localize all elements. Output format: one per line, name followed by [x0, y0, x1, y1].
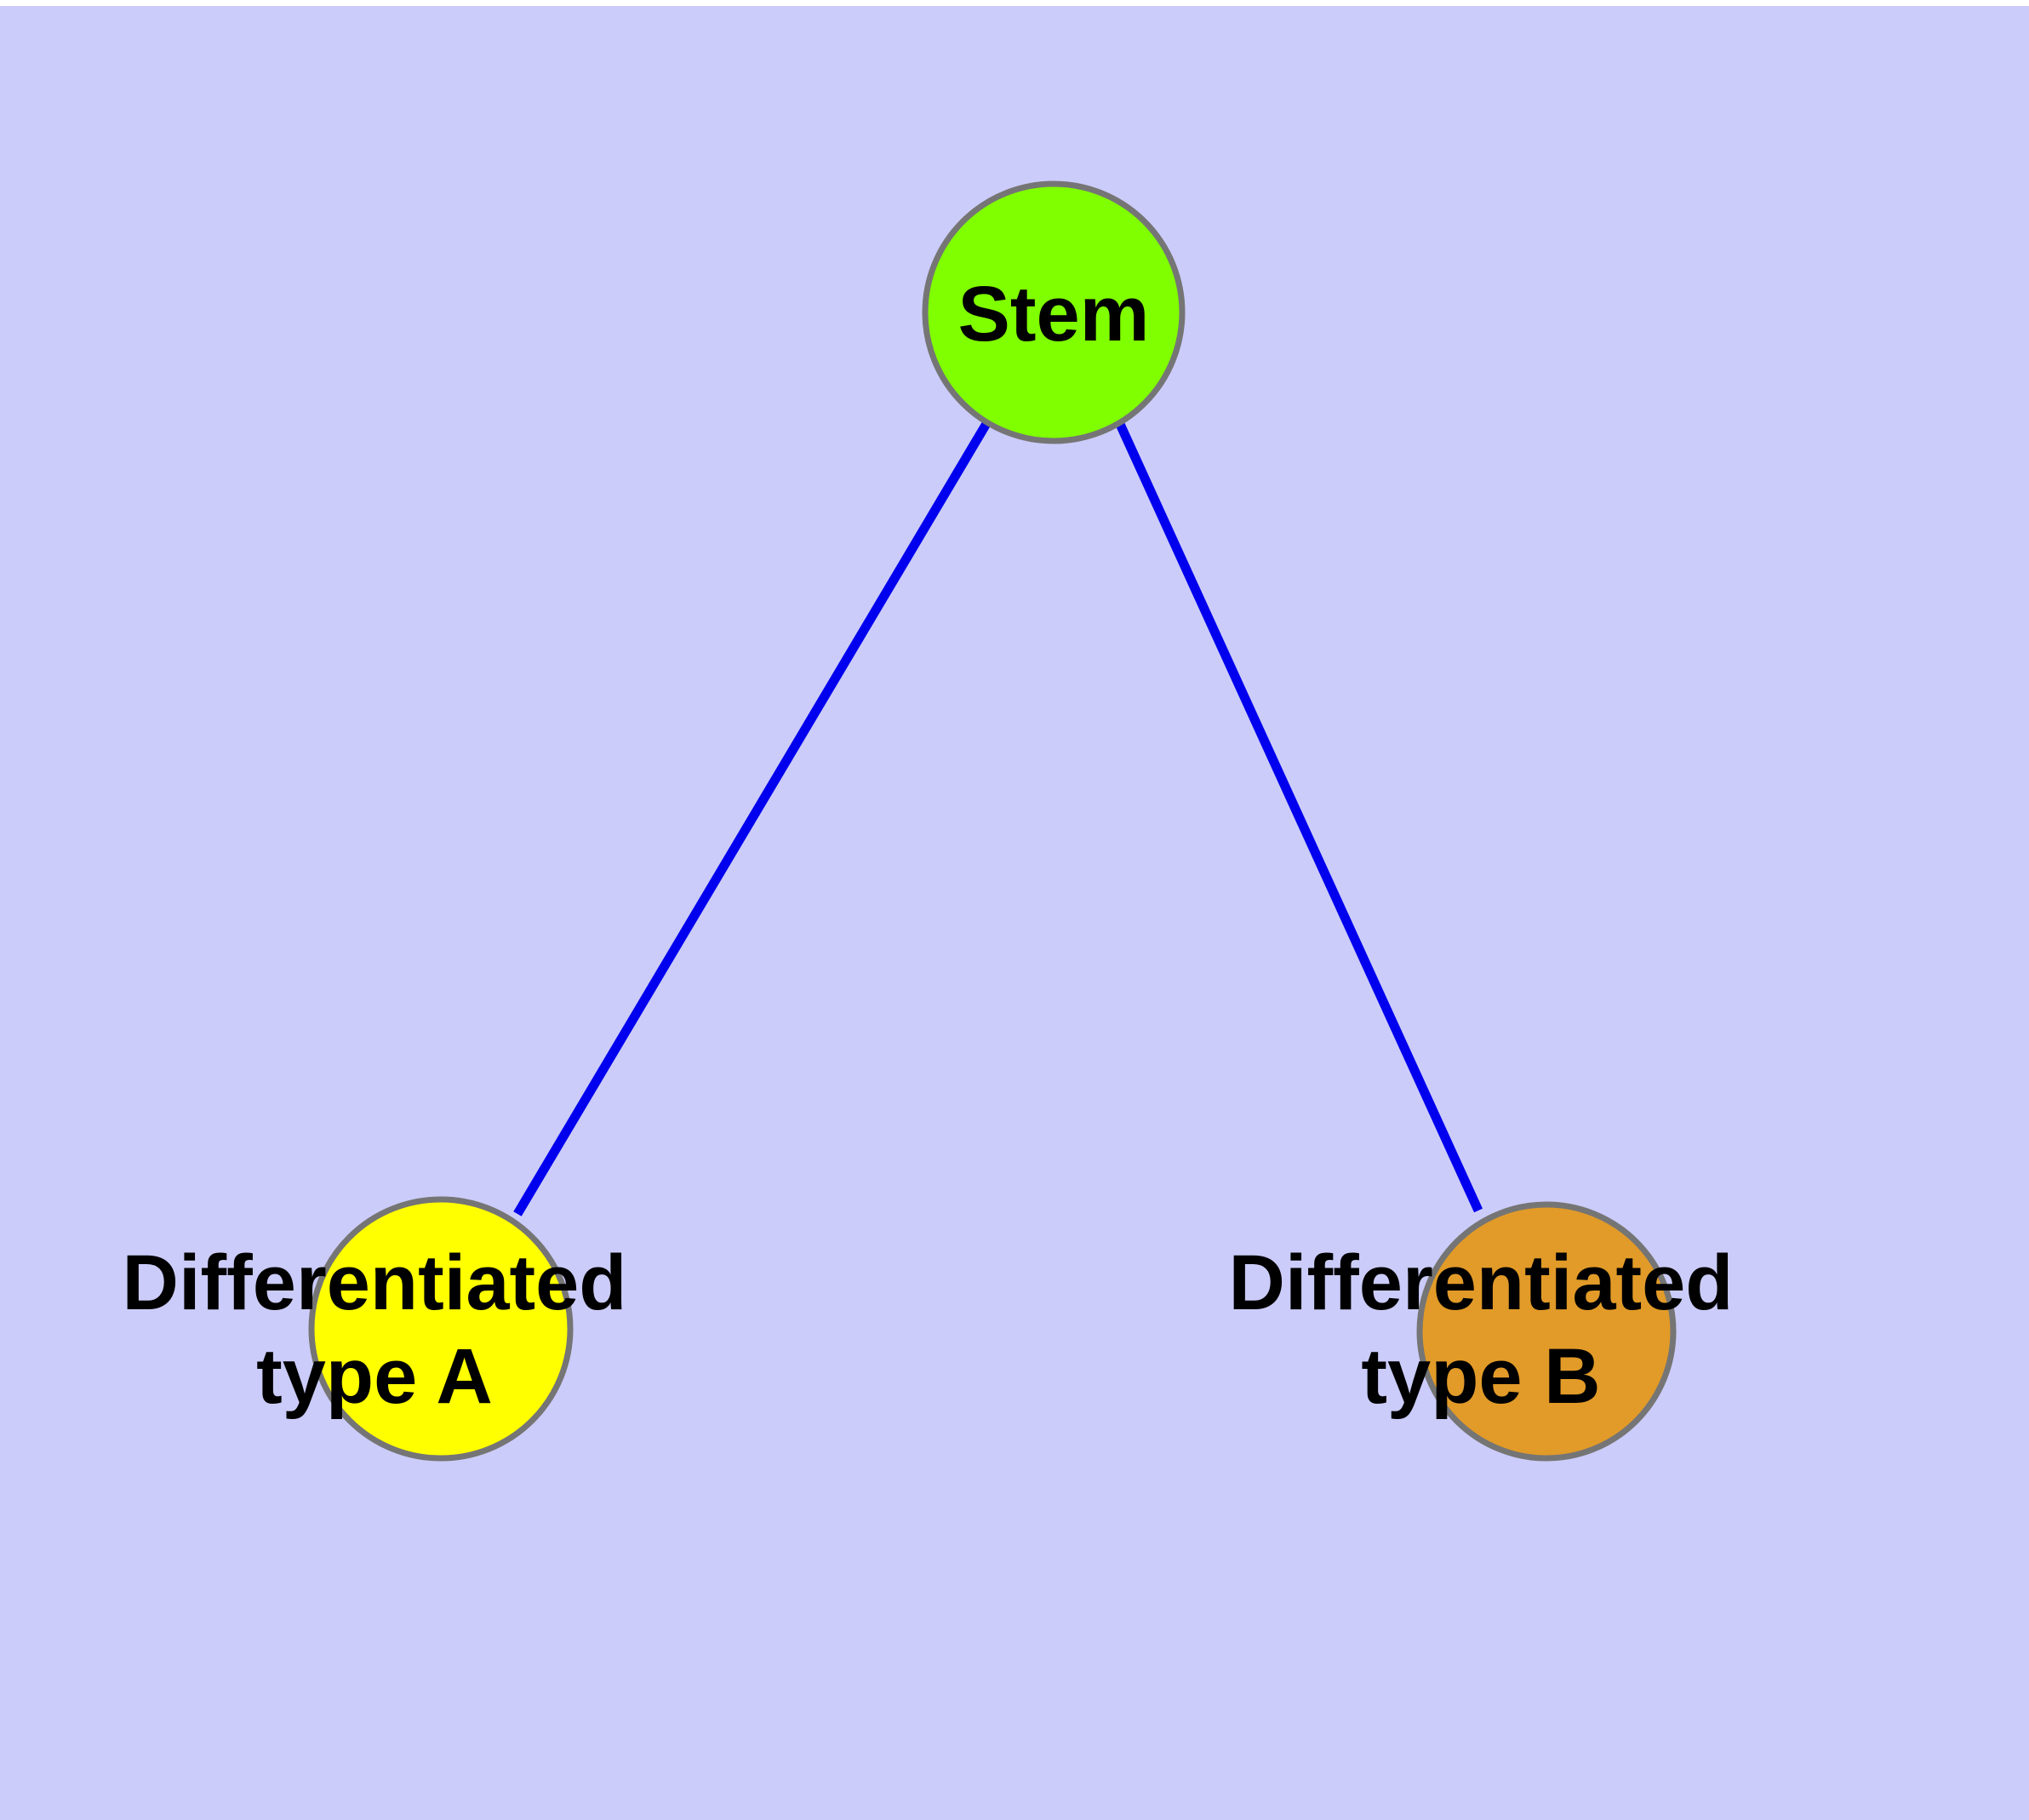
- edge-stem-to-differentiated-type-b[interactable]: [1114, 420, 1483, 1213]
- node-differentiated-type-a-label-line-2: type A: [256, 1333, 493, 1420]
- node-differentiated-type-b-label-line-2: type B: [1361, 1333, 1600, 1420]
- node-differentiated-type-a-label-line-1: Differentiated: [123, 1239, 627, 1326]
- node-differentiated-type-a-circle[interactable]: [308, 1196, 574, 1462]
- edge-stem-to-differentiated-type-a[interactable]: [513, 420, 992, 1216]
- node-stem-circle[interactable]: [922, 180, 1186, 444]
- node-differentiated-type-b-label-line-1: Differentiated: [1229, 1239, 1734, 1326]
- graph-svg: Stem Differentiated type A Differentiate…: [123, 180, 1734, 1462]
- edge-layer: [513, 420, 1483, 1216]
- diagram-plot-area: Stem Differentiated type A Differentiate…: [0, 6, 2029, 1820]
- node-stem[interactable]: Stem: [922, 180, 1186, 444]
- node-differentiated-type-b[interactable]: Differentiated type B: [1229, 1201, 1734, 1462]
- node-layer: Stem Differentiated type A Differentiate…: [123, 180, 1734, 1462]
- node-differentiated-type-b-circle[interactable]: [1416, 1201, 1677, 1462]
- node-stem-label: Stem: [958, 271, 1150, 358]
- node-differentiated-type-a[interactable]: Differentiated type A: [123, 1196, 627, 1462]
